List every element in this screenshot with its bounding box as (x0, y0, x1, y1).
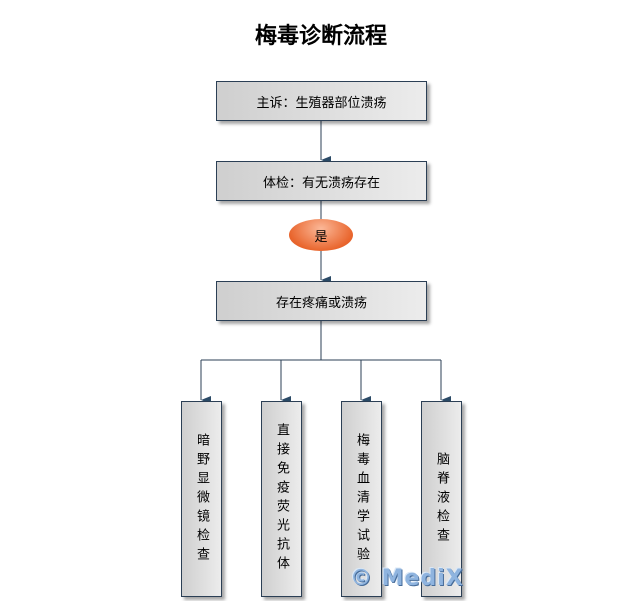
test-darkfield: 暗野显微镜检查 (181, 401, 222, 597)
node-label: 体检：有无溃疡存在 (262, 175, 380, 191)
node-pain: 存在疼痛或溃疡 (216, 281, 427, 321)
diagram-title: 梅毒诊断流程 (254, 23, 387, 49)
node-exam: 体检：有无溃疡存在 (216, 161, 427, 201)
test-serology: 梅毒血清学试验 (341, 401, 382, 597)
test-label: 直接免疫荧光抗体 (274, 423, 289, 575)
node-label: 存在疼痛或溃疡 (275, 295, 367, 311)
test-csf: 脑脊液检查 (421, 401, 462, 597)
test-dfa: 直接免疫荧光抗体 (261, 401, 302, 597)
node-yes: 是 (289, 219, 353, 251)
node-complaint: 主诉：生殖器部位溃疡 (216, 81, 427, 121)
watermark: © MediX (350, 566, 464, 591)
node-label: 主诉：生殖器部位溃疡 (256, 95, 387, 111)
test-label: 梅毒血清学试验 (354, 432, 369, 566)
test-label: 暗野显微镜检查 (194, 432, 209, 566)
test-label: 脑脊液检查 (434, 451, 449, 547)
node-label: 是 (314, 229, 328, 245)
